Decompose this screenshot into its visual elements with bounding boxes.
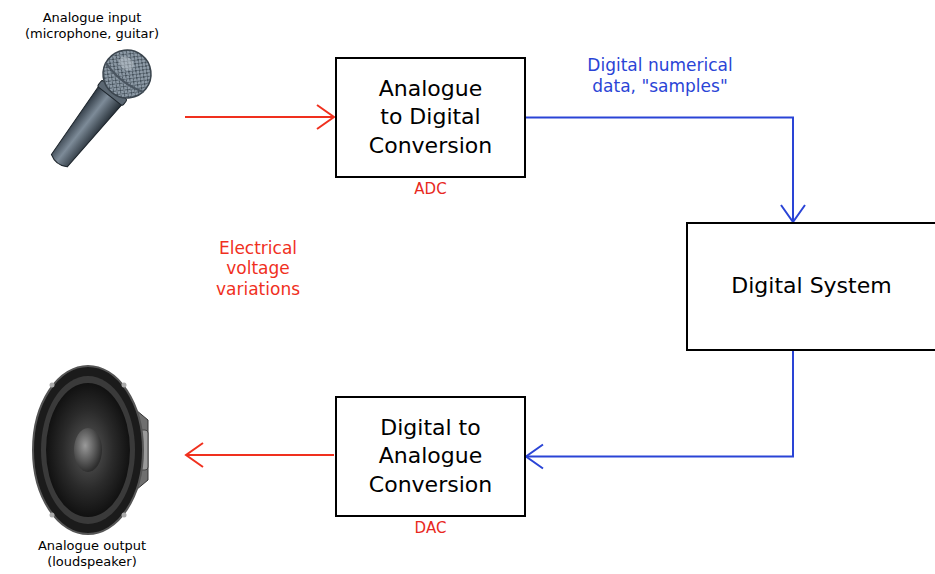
arrow-head [781,205,805,222]
box-title: Analogue to Digital Conversion [367,75,495,161]
process-box: Digital to Analogue ConversionDAC [335,396,526,517]
loudspeaker-icon [33,366,148,534]
data-flow-arrow [526,118,805,223]
edge-label: Digital numerical data, "samples" [567,55,753,98]
signal-note: Electrical voltage variations [196,238,321,299]
box-title: Digital System [731,272,891,301]
output-caption: Analogue output (loudspeaker) [10,538,175,569]
data-flow-arrow [526,351,793,469]
arrow-head [526,445,543,469]
analogue-signal-arrow [186,443,334,467]
abbreviation-label: ADC [317,180,544,198]
system-box: Digital System [686,222,935,351]
box-title: Digital to Analogue Conversion [367,414,495,500]
input-caption: Analogue input (microphone, guitar) [10,10,175,41]
analogue-signal-arrow [185,105,334,129]
microphone-icon [39,40,161,178]
abbreviation-label: DAC [317,519,544,537]
process-box: Analogue to Digital ConversionADC [335,57,526,178]
data-flow-line [526,351,793,457]
data-flow-line [526,118,793,223]
